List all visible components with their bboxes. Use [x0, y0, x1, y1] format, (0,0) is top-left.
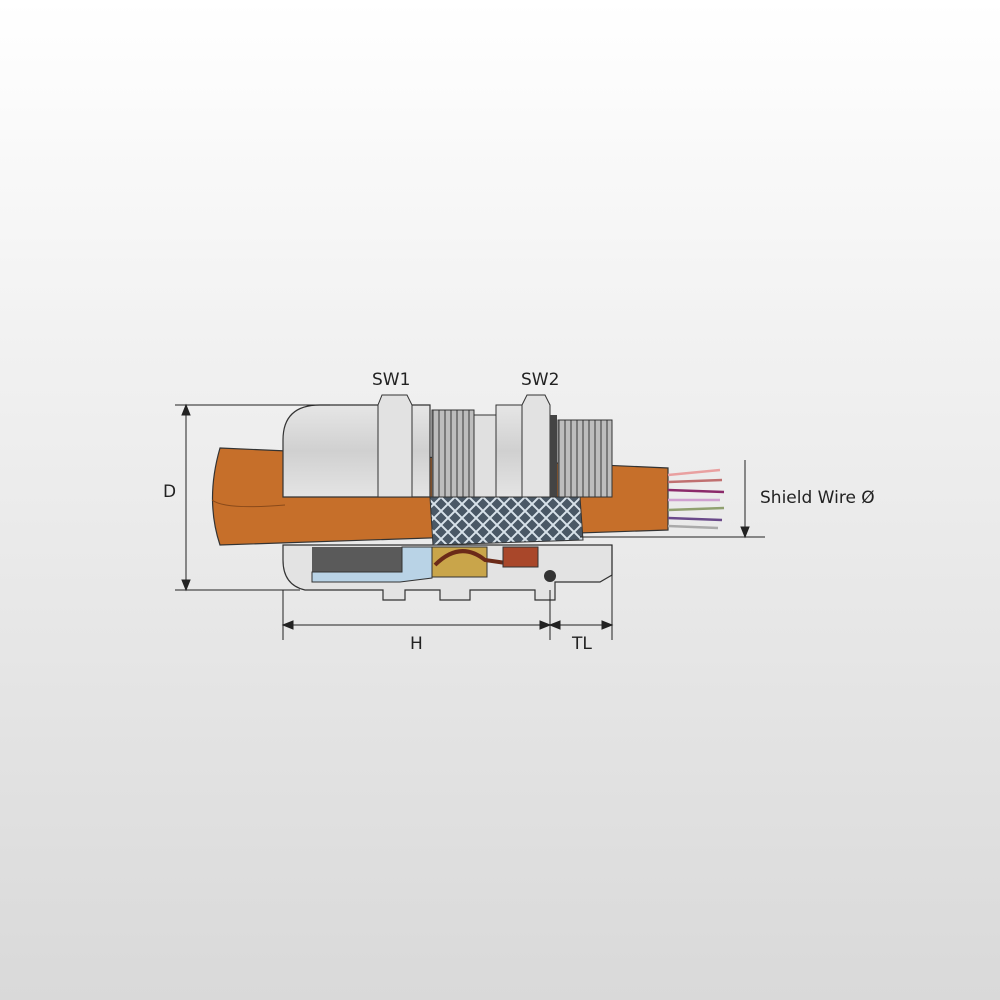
- shield-wire-label: Shield Wire Ø: [760, 488, 875, 508]
- sw2-label: SW2: [521, 370, 560, 390]
- gland-cutaway: [282, 544, 613, 601]
- conductors: [667, 468, 725, 530]
- h-label: H: [410, 634, 423, 654]
- dimension-lines: [175, 403, 765, 640]
- d-label: D: [163, 482, 177, 502]
- sw1-label: SW1: [372, 370, 411, 390]
- shield-braid: [429, 496, 584, 546]
- tl-label: TL: [572, 634, 592, 654]
- gland-body: [282, 394, 613, 498]
